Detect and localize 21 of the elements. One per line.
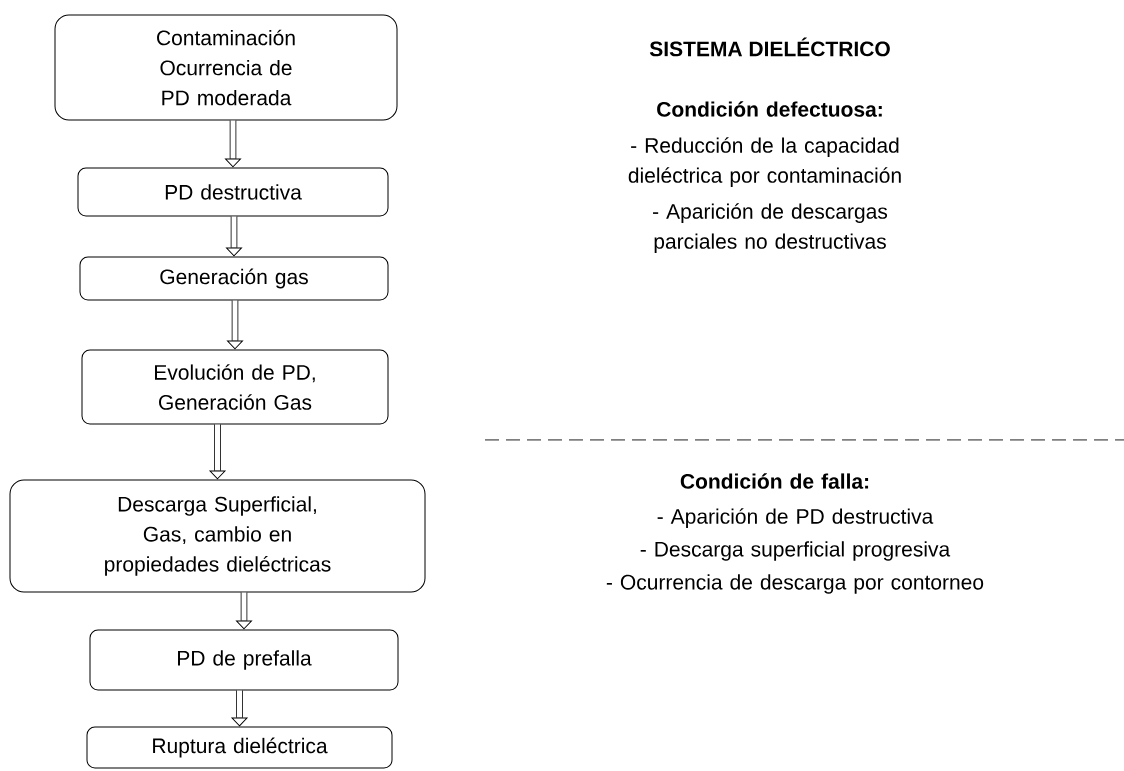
process-box: Descarga Superficial, Gas, cambio en propiedades dieléctricas (9, 479, 426, 593)
process-box: Generación gas (79, 256, 389, 301)
process-box: PD destructiva (77, 167, 389, 217)
arrow (231, 690, 248, 727)
arrow (209, 424, 226, 480)
bullet-text: - Aparición de descargas parciales no destructivas (653, 203, 888, 254)
arrow (226, 216, 242, 257)
process-box: Contaminación Ocurrencia de PD moderada (54, 14, 398, 121)
bullet-text: - Aparición de PD destructiva (657, 508, 934, 529)
bullet-text: - Reducción de la capacidad dieléctrica por contaminación (628, 137, 901, 188)
bullet-text: - Ocurrencia de descarga por contorneo (606, 574, 984, 594)
bullet-text: - Descarga superficial progresiva (640, 541, 951, 561)
arrow (236, 592, 252, 630)
heading: Condición de falla: (680, 473, 869, 489)
arrow (227, 300, 243, 350)
process-box: Evolución de PD, Generación Gas (81, 349, 389, 425)
process-box: Ruptura dieléctrica (86, 726, 393, 769)
process-box: PD de prefalla (89, 629, 399, 691)
arrow (225, 120, 241, 168)
title: SISTEMA DIELÉCTRICO (649, 37, 890, 57)
heading: Condición defectuosa: (657, 101, 882, 117)
